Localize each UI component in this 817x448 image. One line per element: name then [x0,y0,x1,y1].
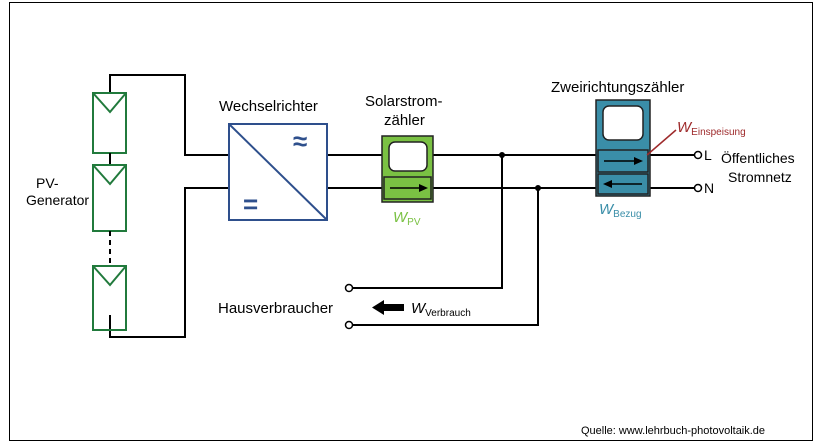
pv-wire-bottom [109,187,229,338]
solar-meter-display [388,141,428,172]
grid-label-2: Stromnetz [728,169,792,185]
terminal-L-label: L [704,147,712,163]
house-energy-label: WVerbrauch [411,300,471,319]
terminal-N [693,183,703,193]
bidirectional-meter-display [602,105,644,141]
solar-meter-label-2: zähler [384,112,425,129]
junction-dot-N [535,185,541,191]
pv-generator-label-1: PV- [36,175,59,191]
solar-meter-label-1: Solarstrom- [365,93,443,110]
junction-dot-L [499,152,505,158]
solar-meter-energy-label: WPV [393,209,421,228]
pv-wire-top [109,74,229,156]
solar-meter [381,135,434,203]
terminal-house-N [344,320,354,330]
pv-module-icon [92,164,127,232]
inverter [228,123,328,221]
bidirectional-meter-label: Zweirichtungszähler [551,79,684,96]
inverter-dc-symbol: = [243,189,258,219]
feed-in-pointer [646,129,677,156]
pv-generator [92,92,127,331]
house-wire-L [352,155,503,289]
pv-module-icon [92,265,127,331]
pv-module-icon [92,92,127,154]
house-wire-N [352,188,539,326]
source-credit: Quelle: www.lehrbuch-photovoltaik.de [581,425,765,437]
house-consumers-label: Hausverbraucher [218,300,333,317]
terminal-L [693,150,703,160]
inverter-label: Wechselrichter [219,98,318,115]
bidirectional-meter [595,99,651,197]
feed-in-energy-label: WEinspeisung [677,119,746,138]
consumption-energy-label: WBezug [599,201,642,220]
inverter-ac-symbol: ≈ [293,126,307,156]
terminal-N-label: N [704,180,714,196]
pv-generator-label-2: Generator [26,192,89,208]
arrow-left-thick-icon [372,300,404,315]
grid-label-1: Öffentliches [721,149,795,166]
terminal-house-L [344,283,354,293]
